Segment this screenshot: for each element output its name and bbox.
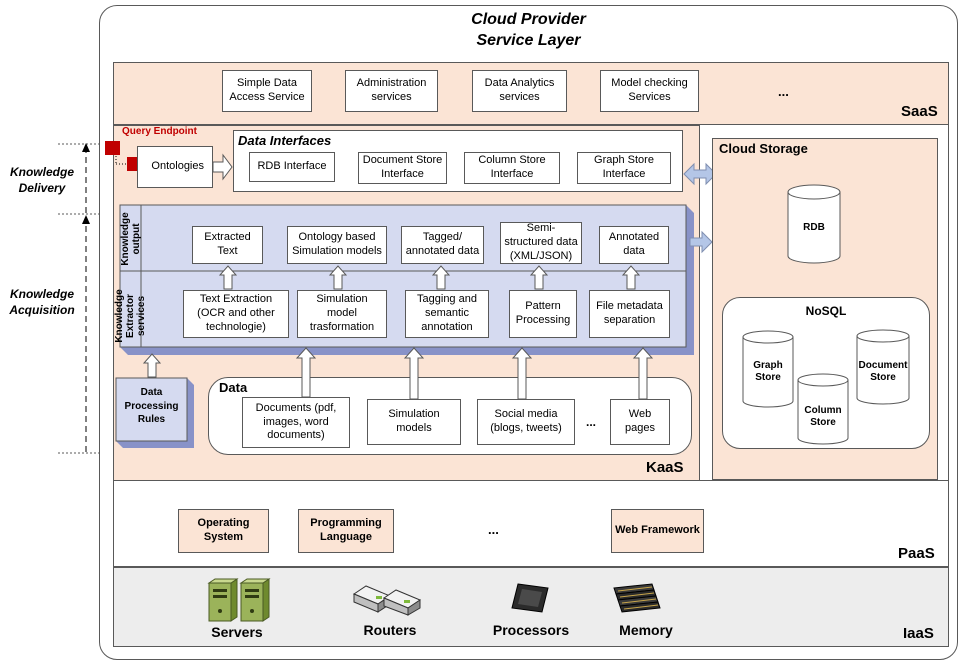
column-store-cylinder: Column Store: [797, 373, 849, 445]
graph-store-cylinder: Graph Store: [742, 330, 794, 408]
saas-box-model-checking: Model checking Services: [600, 70, 699, 112]
memory-label: Memory: [619, 622, 673, 638]
web-pages-box: Web pages: [610, 399, 670, 445]
data-interfaces-title: Data Interfaces: [238, 133, 332, 148]
paas-label: PaaS: [898, 545, 935, 562]
documents-box: Documents (pdf, images, word documents): [242, 397, 350, 448]
saas-box-simple-data: Simple Data Access Service: [222, 70, 312, 112]
graph-store-interface: Graph Store Interface: [577, 152, 671, 184]
processors-label: Processors: [492, 622, 570, 638]
cloud-storage-title: Cloud Storage: [719, 141, 808, 156]
data-ellipsis: ...: [586, 415, 597, 429]
rdb-cylinder: RDB: [787, 184, 841, 264]
simulation-models-box: Simulation models: [367, 399, 461, 445]
processor-icon: [511, 583, 549, 613]
saas-box-administration: Administration services: [345, 70, 438, 112]
data-processing-rules: Data Processing Rules: [124, 387, 179, 425]
knowledge-acquisition-label: Knowledge Acquisition: [9, 287, 75, 318]
document-store-interface: Document Store Interface: [358, 152, 447, 184]
query-endpoint-square-1: [105, 141, 120, 155]
saas-right-strip: [700, 125, 949, 481]
cloud-provider-frame: [99, 5, 958, 660]
semi-structured-box: Semi-structured data (XML/JSON): [500, 222, 582, 264]
tagging-annotation-box: Tagging and semantic annotation: [405, 290, 489, 338]
left-arrows: [58, 143, 100, 454]
annotated-data-box: Annotated data: [599, 226, 669, 264]
ontologies-box: Ontologies: [137, 146, 213, 188]
saas-label: SaaS: [901, 103, 938, 120]
web-framework-box: Web Framework: [611, 509, 704, 553]
paas-ellipsis: ...: [488, 522, 499, 537]
rdb-interface: RDB Interface: [249, 152, 335, 182]
frame-title: Cloud Provider Service Layer: [471, 11, 586, 49]
memory-icon: [613, 583, 661, 613]
tagged-annotated-box: Tagged/ annotated data: [401, 226, 484, 264]
text-extraction-box: Text Extraction (OCR and other technolog…: [183, 290, 289, 338]
router-icon: [352, 585, 422, 616]
extracted-text-box: Extracted Text: [192, 226, 263, 264]
servers-label: Servers: [211, 624, 263, 640]
operating-system-box: Operating System: [178, 509, 269, 553]
kaas-label: KaaS: [646, 459, 684, 476]
pattern-processing-box: Pattern Processing: [509, 290, 577, 338]
file-metadata-box: File metadata separation: [589, 290, 670, 338]
saas-box-data-analytics: Data Analytics services: [472, 70, 567, 112]
routers-label: Routers: [363, 622, 417, 638]
document-store-cylinder: Document Store: [856, 329, 910, 405]
nosql-title: NoSQL: [805, 304, 847, 318]
simulation-transformation-box: Simulation model trasformation: [297, 290, 387, 338]
social-media-box: Social media (blogs, tweets): [477, 399, 575, 445]
server-icon: [207, 578, 271, 622]
paas-layer: [113, 481, 949, 567]
ontology-simulation-box: Ontology based Simulation models: [287, 226, 387, 264]
programming-language-box: Programming Language: [298, 509, 394, 553]
data-panel-title: Data: [219, 380, 248, 395]
iaas-label: IaaS: [903, 625, 934, 642]
column-store-interface: Column Store Interface: [464, 152, 560, 184]
saas-ellipsis: ...: [778, 84, 789, 99]
knowledge-delivery-label: Knowledge Delivery: [9, 165, 74, 196]
query-endpoint-label: Query Endpoint: [122, 126, 197, 137]
